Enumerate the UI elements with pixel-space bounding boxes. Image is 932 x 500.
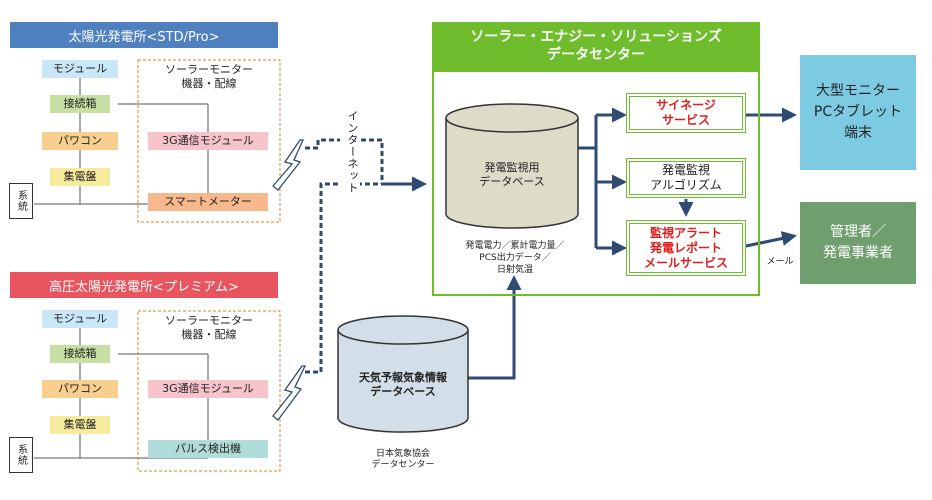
alert-report-mail-service: 監視アラート 発電レポート メールサービス	[626, 220, 746, 276]
std-plant-title: 太陽光発電所<STD/Pro>	[10, 22, 278, 48]
premium-grid-label: 系統	[9, 437, 33, 473]
std-monitor-title: ソーラーモニター 機器・配線	[165, 63, 253, 90]
std-junction-box: 接続箱	[50, 95, 110, 113]
lightning-icon-bottom	[272, 365, 307, 421]
datacenter-db-label: 発電監視用 データベース	[479, 161, 545, 188]
datacenter-frame	[432, 70, 760, 296]
premium-junction-box: 接続箱	[50, 345, 110, 363]
std-3g-module: 3G通信モジュール	[148, 132, 268, 150]
monitoring-algorithm: 発電監視 アルゴリズム	[626, 158, 746, 198]
premium-monitor-title: ソーラーモニター 機器・配線	[165, 314, 253, 341]
weather-db-label: 天気予報気象情報 データベース	[359, 371, 447, 398]
premium-3g-module: 3G通信モジュール	[148, 380, 268, 398]
std-collector-board: 集電盤	[50, 168, 110, 186]
weather-source: 日本気象協会 データセンター	[371, 448, 435, 470]
premium-module: モジュール	[42, 310, 118, 328]
std-module: モジュール	[42, 60, 118, 78]
premium-power-conditioner: パワコン	[42, 380, 118, 398]
datacenter-db-cylinder	[445, 103, 579, 229]
datacenter-db-note: 発電電力／累計電力量／ PCS出力データ／ 日射気温	[465, 240, 565, 276]
operator-box: 管理者／ 発電事業者	[800, 202, 916, 284]
signage-service: サイネージ サービス	[626, 93, 746, 133]
display-devices: 大型モニター PCタブレット 端末	[800, 55, 916, 170]
std-power-conditioner: パワコン	[42, 132, 118, 150]
std-monitor-frame	[137, 59, 281, 223]
mail-label: メール	[766, 257, 794, 268]
datacenter-title: ソーラー・エナジー・ソリューションズ データセンター	[432, 22, 760, 70]
lightning-icon-top	[272, 139, 305, 191]
premium-pulse-detector: パルス検出機	[148, 440, 268, 458]
std-smart-meter: スマートメーター	[148, 193, 268, 211]
premium-plant-title: 高圧太陽光発電所<プレミアム>	[10, 272, 278, 298]
datacenter-arrows	[578, 107, 797, 256]
premium-collector-board: 集電盤	[50, 416, 110, 434]
std-grid-label: 系統	[9, 183, 33, 219]
premium-wiring	[34, 328, 209, 459]
premium-monitor-frame	[137, 310, 281, 472]
weather-db-cylinder	[337, 315, 469, 433]
internet-label: インターネット	[340, 110, 360, 210]
weather-link	[468, 275, 522, 380]
